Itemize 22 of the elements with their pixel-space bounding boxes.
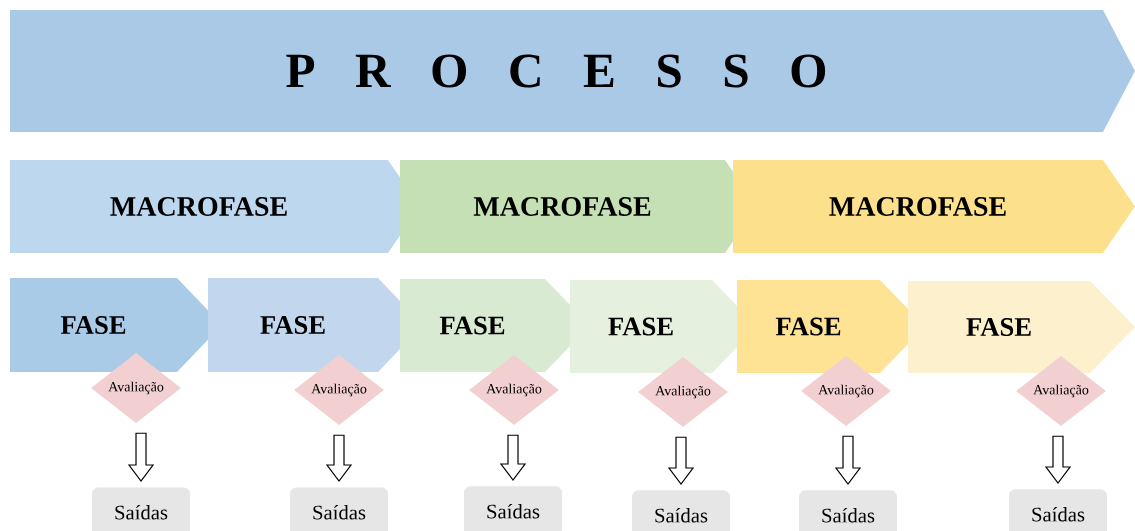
block-arrow bbox=[499, 434, 527, 481]
macrophase-band: MACROFASE bbox=[10, 160, 420, 253]
output-box: Saídas bbox=[799, 490, 897, 531]
block-arrow bbox=[325, 434, 353, 482]
phase-band: FASE bbox=[570, 280, 757, 373]
block-arrow bbox=[834, 435, 862, 485]
process-band: P R O C E S S O bbox=[10, 10, 1135, 132]
output-box: Saídas bbox=[632, 490, 730, 531]
phase-band: FASE bbox=[208, 278, 423, 372]
output-box: Saídas bbox=[290, 487, 388, 531]
block-arrow bbox=[127, 432, 155, 482]
macrophase-band: MACROFASE bbox=[733, 160, 1135, 253]
output-box: Saídas bbox=[1009, 489, 1107, 531]
phase-band: FASE bbox=[908, 281, 1135, 373]
output-box: Saídas bbox=[464, 486, 562, 531]
phase-band: FASE bbox=[737, 280, 925, 373]
macrophase-band: MACROFASE bbox=[400, 160, 757, 253]
phase-band: FASE bbox=[10, 278, 222, 372]
phase-band: FASE bbox=[400, 279, 590, 372]
output-box: Saídas bbox=[92, 487, 190, 531]
block-arrow bbox=[667, 436, 695, 485]
block-arrow bbox=[1044, 435, 1072, 484]
